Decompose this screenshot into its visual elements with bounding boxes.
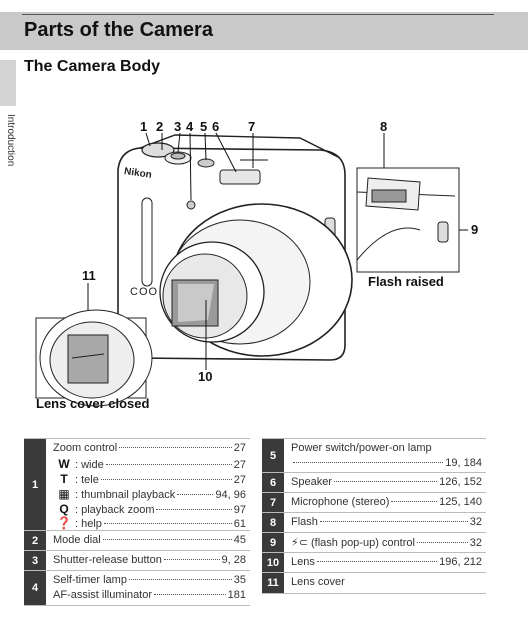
page-title: Parts of the Camera <box>24 19 213 41</box>
row-number: 2 <box>24 531 46 551</box>
table-line: Lens cover <box>291 576 345 588</box>
callout-3: 3 <box>174 119 182 134</box>
chapter-side-label: Introduction <box>5 114 16 167</box>
row-number: 8 <box>262 513 284 533</box>
table-row-7: 7 Microphone (stereo)125, 140 <box>262 492 486 513</box>
callout-6: 6 <box>212 119 220 134</box>
flash-panel <box>371 189 407 203</box>
help-icon: ❓ <box>56 516 72 530</box>
parts-table-right: 5 Power switch/power-on lamp 19, 184 6 S… <box>262 438 486 594</box>
table-row-11: 11 Lens cover <box>262 572 486 594</box>
lens-reflection <box>178 284 214 322</box>
inset-lens-arc <box>356 227 421 261</box>
table-line: Power switch/power-on lamp <box>291 442 432 454</box>
callout-2: 2 <box>156 119 164 134</box>
row-number: 1 <box>24 439 46 531</box>
mode-dial <box>141 142 175 158</box>
callout-5: 5 <box>200 119 208 134</box>
table-row-5: 5 Power switch/power-on lamp 19, 184 <box>262 438 486 473</box>
lens-cover-seam <box>71 353 105 359</box>
row-number: 5 <box>262 439 284 473</box>
table-line: 19, 184 <box>291 457 482 471</box>
camera-illustration <box>35 132 468 407</box>
callout-11: 11 <box>82 268 96 283</box>
table-line: Microphone (stereo)125, 140 <box>291 496 482 508</box>
chapter-header-bar: Parts of the Camera <box>0 12 528 50</box>
callout-9: 9 <box>471 222 479 237</box>
af-assist-lamp <box>186 200 196 210</box>
wide-icon: W <box>58 457 70 471</box>
grip <box>141 197 153 287</box>
callout-4: 4 <box>186 119 194 134</box>
speaker-grille <box>219 169 261 185</box>
shutter-button <box>170 152 186 160</box>
playback-zoom-icon: Q <box>59 502 69 516</box>
callout-leader-lines <box>87 132 468 370</box>
row-number: 3 <box>24 551 46 571</box>
camera-top-plate <box>139 134 341 159</box>
row-number: 6 <box>262 473 284 493</box>
callout-8: 8 <box>380 119 388 134</box>
inset-switch <box>437 221 449 243</box>
row-number: 7 <box>262 493 284 513</box>
row-number: 10 <box>262 553 284 573</box>
caption-lens-cover-closed: Lens cover closed <box>36 396 150 411</box>
tele-icon: T <box>60 472 68 486</box>
row-number: 9 <box>262 533 284 553</box>
header-rule <box>22 14 494 15</box>
callout-1: 1 <box>140 119 148 134</box>
lens-cover-shutter <box>67 334 109 384</box>
section-title: The Camera Body <box>24 58 161 75</box>
callout-10: 10 <box>198 369 213 384</box>
power-button <box>197 158 215 168</box>
thumbnail-icon: ▦ <box>58 487 70 501</box>
chapter-tab <box>0 60 16 106</box>
row-number: 11 <box>262 573 284 593</box>
caption-flash-raised: Flash raised <box>368 274 444 289</box>
row-number: 4 <box>24 571 46 605</box>
callout-7: 7 <box>248 119 256 134</box>
camera-model-text: COO <box>130 286 159 298</box>
